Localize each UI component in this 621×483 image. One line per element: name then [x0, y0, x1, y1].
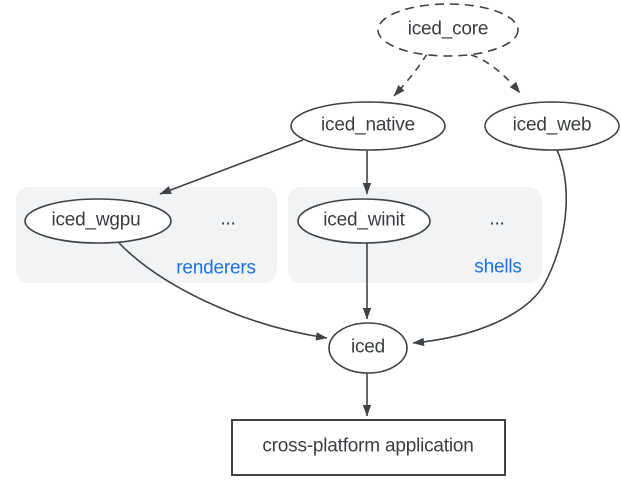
- node-iced-winit-shape: [297, 198, 431, 244]
- edge-wgpu-to-iced: [118, 242, 328, 341]
- node-iced-web-label: iced_web: [512, 114, 592, 136]
- node-iced-core-shape: [377, 3, 519, 57]
- edge-core-to-web: [470, 54, 521, 94]
- node-iced-shape: [328, 322, 408, 374]
- edge-web-to-iced: [412, 149, 568, 347]
- edge-native-to-wgpu: [159, 139, 304, 195]
- renderers-ellipsis: ...: [220, 208, 236, 230]
- node-application-label: cross-platform application: [262, 435, 474, 457]
- node-application-shape: [231, 419, 506, 476]
- edge-core-to-native: [393, 53, 428, 97]
- node-iced-wgpu-shape: [24, 198, 172, 244]
- node-iced-native-shape: [290, 101, 446, 151]
- node-iced-web-shape: [484, 101, 620, 151]
- node-iced-native-label: iced_native: [321, 114, 415, 136]
- node-iced-wgpu-label: iced_wgpu: [51, 209, 141, 231]
- node-iced-label: iced: [350, 336, 386, 358]
- node-iced-winit-label: iced_winit: [323, 209, 405, 231]
- shells-ellipsis: ...: [489, 208, 505, 230]
- shells-group-label: shells: [474, 256, 522, 278]
- renderers-group-label: renderers: [176, 257, 256, 279]
- node-iced-core-label: iced_core: [407, 18, 489, 40]
